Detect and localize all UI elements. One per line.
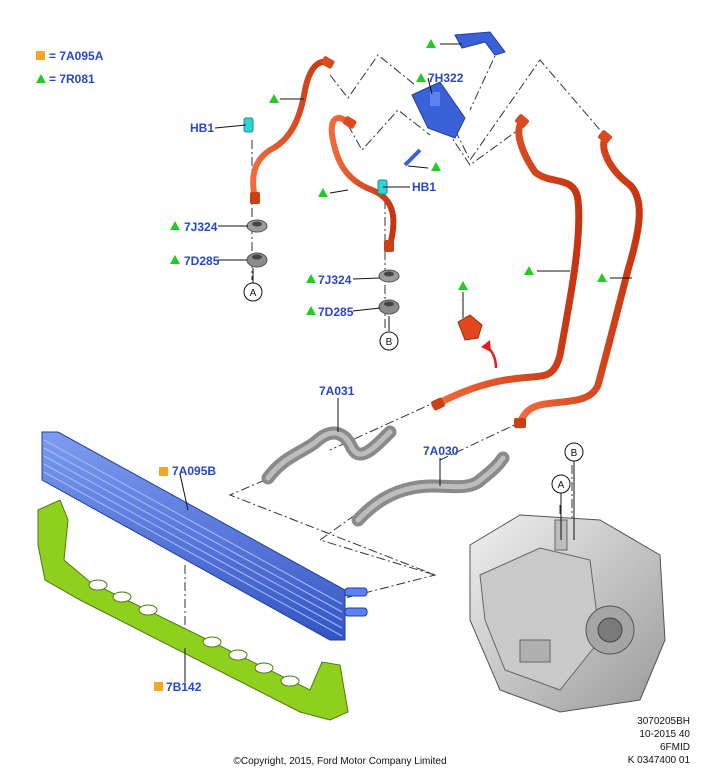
reference-line: 3070205BH <box>637 716 690 727</box>
callout-b-left: B <box>379 331 399 351</box>
cooler-bracket <box>37 499 349 721</box>
leader-lines <box>179 43 632 682</box>
label-hb1-left: HB1 <box>190 121 214 135</box>
label-7a031: 7A031 <box>319 384 355 398</box>
triangle-marker <box>416 73 426 82</box>
seals-right <box>378 269 400 315</box>
triangle-marker <box>458 281 468 290</box>
square-marker <box>159 467 168 476</box>
legend-triangle-marker <box>36 74 46 83</box>
triangle-marker <box>170 221 180 230</box>
middle-left-hose <box>328 115 397 252</box>
label-7j324-left: 7J324 <box>184 220 218 234</box>
triangle-marker <box>170 255 180 264</box>
triangle-marker <box>597 273 607 282</box>
legend-square-marker <box>36 51 45 60</box>
triangle-marker <box>306 274 316 283</box>
svg-text:B: B <box>571 448 578 459</box>
label-7a030: 7A030 <box>423 444 459 458</box>
legend-item-7a095a: = 7A095A <box>49 49 104 63</box>
triangle-marker <box>269 94 279 103</box>
callout-b-transmission: B <box>564 442 584 462</box>
triangle-marker <box>431 162 441 171</box>
legend: = 7A095A = 7R081 <box>36 49 104 86</box>
reference-line: 10-2015 40 <box>639 729 690 740</box>
legend-item-7r081: = 7R081 <box>49 72 95 86</box>
square-marker <box>154 682 163 691</box>
triangle-marker <box>524 266 534 275</box>
label-7a095b: 7A095B <box>172 464 216 478</box>
7r081-markers <box>170 39 607 315</box>
triangle-marker <box>426 39 436 48</box>
copyright-notice: ©Copyright, 2015, Ford Motor Company Lim… <box>233 756 446 767</box>
oil-cooler <box>41 431 368 641</box>
hose-clip <box>457 314 498 369</box>
seals-left <box>246 219 268 268</box>
triangle-marker <box>306 306 316 315</box>
blue-sensor-assembly <box>403 31 506 167</box>
svg-text:A: A <box>250 288 257 299</box>
reference-line: K 0347400 01 <box>628 755 691 766</box>
upper-left-hose <box>250 56 335 204</box>
part-labels: HB1 HB1 7J324 7D285 7J324 7D285 7H322 7A… <box>166 71 464 694</box>
callout-a-left: A <box>243 282 263 302</box>
svg-text:A: A <box>558 480 565 491</box>
gray-hose-7a030 <box>351 451 510 527</box>
triangle-marker <box>318 188 328 197</box>
transmission-assembly <box>469 514 666 713</box>
label-7d285-right: 7D285 <box>318 305 354 319</box>
reference-line: 6FMID <box>660 742 690 753</box>
reference-block: 3070205BH 10-2015 40 6FMID K 0347400 01 <box>628 716 691 766</box>
label-7d285-left: 7D285 <box>184 254 220 268</box>
svg-text:B: B <box>386 337 393 348</box>
long-hose-inner <box>431 114 583 411</box>
label-7h322: 7H322 <box>428 71 464 85</box>
gray-hose-7a031 <box>261 425 397 485</box>
label-hb1-right: HB1 <box>412 180 436 194</box>
callout-a-transmission: A <box>551 474 571 494</box>
label-7j324-right: 7J324 <box>318 273 352 287</box>
label-7b142: 7B142 <box>166 680 202 694</box>
long-hose-outer <box>514 130 643 429</box>
hb1-connectors <box>243 117 388 195</box>
